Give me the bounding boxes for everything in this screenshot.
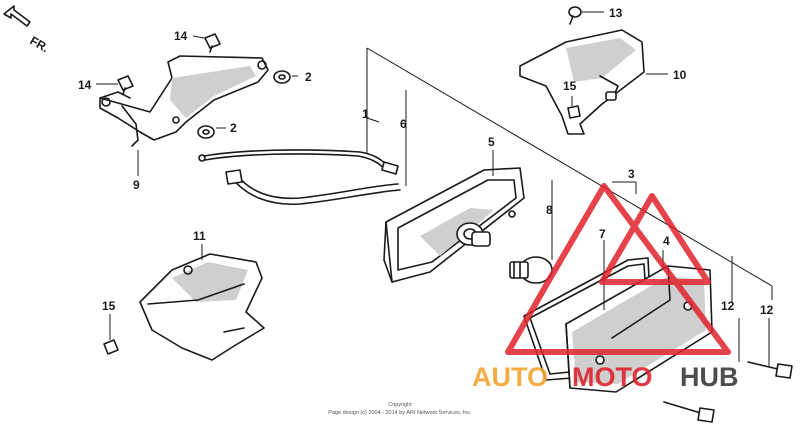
callout-1: 1: [362, 107, 369, 121]
callout-8: 8: [546, 203, 553, 217]
copyright-line: Page design (c) 2004 - 2014 by ARI Netwo…: [328, 410, 472, 416]
callout-5: 5: [488, 135, 495, 149]
callout-11: 11: [193, 229, 206, 243]
watermark-part-moto: MOTO: [572, 362, 653, 392]
part-2-grommet-upper: [273, 70, 291, 84]
part-12-screw-bottom: [663, 401, 715, 423]
part-8-bulb: [509, 256, 553, 284]
callout-15-right: 15: [563, 79, 577, 93]
callout-2-lower: 2: [230, 121, 237, 135]
part-2-grommet-lower: [197, 125, 215, 139]
callout-7: 7: [599, 227, 606, 241]
watermark-logo-icon: [505, 183, 731, 355]
watermark-brand: AUTO MOTO HUB: [472, 362, 739, 392]
leader-lines: [96, 11, 773, 366]
part-12-screw-right: [747, 361, 793, 379]
direction-label: FR.: [28, 33, 52, 55]
callout-10: 10: [673, 68, 687, 82]
watermark-part-auto: AUTO: [472, 362, 548, 392]
part-11-cover: [139, 253, 265, 361]
part-13-bolt: [568, 6, 582, 25]
callout-9: 9: [133, 178, 140, 192]
callout-14-lower: 14: [78, 78, 92, 92]
part-14-bolt-upper: [204, 33, 221, 53]
callout-6: 6: [400, 117, 407, 131]
part-9-bracket: [99, 55, 269, 147]
part-15-bolt-right: [567, 105, 581, 119]
copyright-title: Copyright: [388, 402, 412, 408]
callout-14-upper: 14: [174, 29, 188, 43]
part-15-bolt-left: [103, 339, 119, 355]
callout-3: 3: [628, 167, 635, 181]
callout-12-right: 12: [760, 303, 774, 317]
part-14-bolt-lower: [117, 75, 134, 95]
callout-2-upper: 2: [305, 70, 312, 84]
part-5-taillight-housing: [383, 167, 525, 283]
callout-12-middle: 12: [721, 299, 735, 313]
callout-13: 13: [609, 6, 623, 20]
front-direction-arrow-icon: [3, 5, 31, 27]
part-10-cover: [519, 29, 645, 135]
part-1-6-wire-harness: [198, 149, 401, 206]
bulb-socket: [456, 222, 491, 247]
watermark-part-hub: HUB: [680, 362, 739, 392]
callout-4: 4: [663, 234, 670, 248]
callout-15-left: 15: [102, 299, 116, 313]
